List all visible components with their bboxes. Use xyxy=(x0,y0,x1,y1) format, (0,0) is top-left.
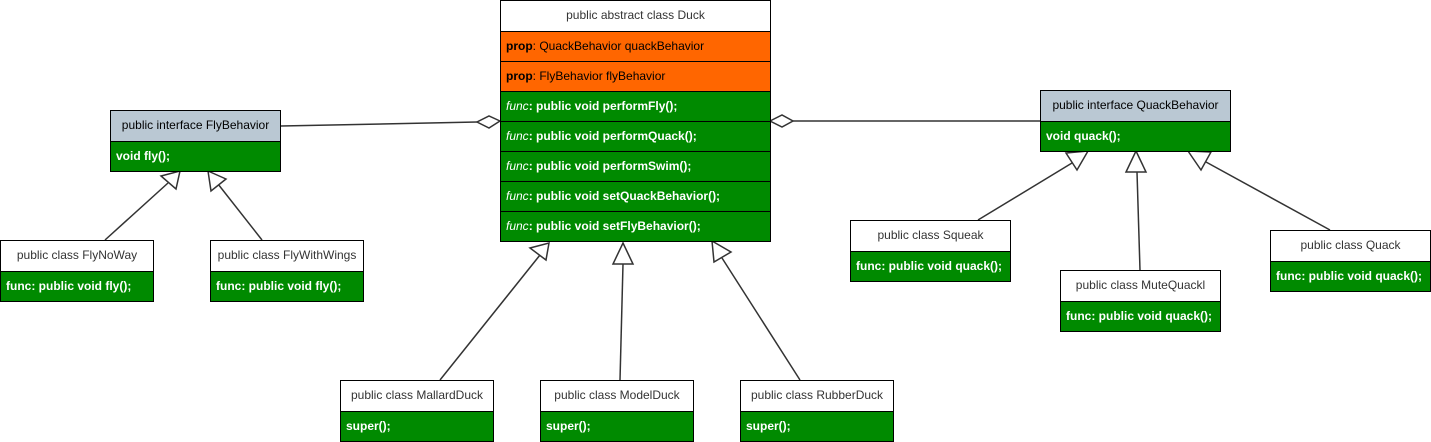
inherit-mutequack-arrow xyxy=(1124,149,1148,173)
func-text: : public void setFlyBehavior(); xyxy=(528,219,701,233)
class-quack[interactable]: public class Quack func: public void qua… xyxy=(1270,230,1431,292)
aggregation-flybehavior-duck xyxy=(280,121,478,127)
inherit-model-arrow xyxy=(611,241,635,265)
class-quack-method: func: public void quack(); xyxy=(1271,261,1430,291)
class-duck-title: public abstract class Duck xyxy=(501,1,770,31)
prop-keyword: prop xyxy=(506,69,533,83)
class-flynoway-title: public class FlyNoWay xyxy=(1,241,153,271)
interface-quackbehavior-title: public interface QuackBehavior xyxy=(1041,91,1230,121)
inherit-flywithwings-line xyxy=(217,183,263,241)
inherit-mallard-line xyxy=(439,254,541,381)
inherit-rubber-line xyxy=(721,257,801,381)
class-modelduck[interactable]: public class ModelDuck super(); xyxy=(540,380,694,442)
duck-prop-quackbehavior: prop: QuackBehavior quackBehavior xyxy=(501,31,770,61)
inherit-mutequack-line xyxy=(1136,171,1141,271)
inherit-model-line xyxy=(619,263,624,381)
func-text: : public void performFly(); xyxy=(528,99,678,113)
interface-quackbehavior[interactable]: public interface QuackBehavior void quac… xyxy=(1040,90,1231,152)
inherit-flynoway-arrow xyxy=(159,169,181,191)
class-flywithwings[interactable]: public class FlyWithWings func: public v… xyxy=(210,240,364,302)
inherit-flywithwings-arrow xyxy=(207,169,228,193)
class-flynoway[interactable]: public class FlyNoWay func: public void … xyxy=(0,240,154,302)
class-modelduck-title: public class ModelDuck xyxy=(541,381,693,411)
duck-func-setflybehavior: func: public void setFlyBehavior(); xyxy=(501,211,770,241)
class-rubberduck[interactable]: public class RubberDuck super(); xyxy=(740,380,894,442)
inherit-quack-arrow xyxy=(1186,150,1213,172)
interface-flybehavior[interactable]: public interface FlyBehavior void fly(); xyxy=(110,110,281,172)
class-mallardduck[interactable]: public class MallardDuck super(); xyxy=(340,380,494,442)
class-rubberduck-title: public class RubberDuck xyxy=(741,381,893,411)
inherit-squeak-line xyxy=(977,162,1073,221)
class-squeak-method: func: public void quack(); xyxy=(851,251,1010,281)
duck-func-setquackbehavior: func: public void setQuackBehavior(); xyxy=(501,181,770,211)
duck-prop-flybehavior: prop: FlyBehavior flyBehavior xyxy=(501,61,770,91)
class-mutequack[interactable]: public class MuteQuackl func: public voi… xyxy=(1060,270,1221,332)
func-keyword: func xyxy=(506,189,529,203)
class-mallardduck-title: public class MallardDuck xyxy=(341,381,493,411)
interface-flybehavior-title: public interface FlyBehavior xyxy=(111,111,280,141)
inherit-squeak-arrow xyxy=(1064,150,1090,172)
prop-text: : FlyBehavior flyBehavior xyxy=(532,69,666,83)
class-rubberduck-method: super(); xyxy=(741,411,893,441)
interface-quackbehavior-method: void quack(); xyxy=(1041,121,1230,151)
inherit-flynoway-line xyxy=(104,182,169,241)
func-keyword: func xyxy=(506,159,529,173)
prop-text: : QuackBehavior quackBehavior xyxy=(532,39,705,53)
func-keyword: func xyxy=(506,99,529,113)
prop-keyword: prop xyxy=(506,39,533,53)
interface-flybehavior-method: void fly(); xyxy=(111,141,280,171)
class-modelduck-method: super(); xyxy=(541,411,693,441)
inherit-mallard-arrow xyxy=(528,241,550,262)
func-text: : public void performQuack(); xyxy=(528,129,697,143)
duck-func-performfly: func: public void performFly(); xyxy=(501,91,770,121)
class-squeak[interactable]: public class Squeak func: public void qu… xyxy=(850,220,1011,282)
inherit-rubber-arrow xyxy=(711,239,733,264)
duck-func-performswim: func: public void performSwim(); xyxy=(501,151,770,181)
class-flynoway-method: func: public void fly(); xyxy=(1,271,153,301)
class-mutequack-title: public class MuteQuackl xyxy=(1061,271,1220,301)
aggregation-diamond-left xyxy=(475,115,502,129)
func-keyword: func xyxy=(506,129,529,143)
class-mallardduck-method: super(); xyxy=(341,411,493,441)
duck-func-performquack: func: public void performQuack(); xyxy=(501,121,770,151)
func-text: : public void performSwim(); xyxy=(528,159,692,173)
class-quack-title: public class Quack xyxy=(1271,231,1430,261)
inherit-quack-line xyxy=(1205,161,1331,231)
func-keyword: func xyxy=(506,219,529,233)
func-text: : public void setQuackBehavior(); xyxy=(528,189,721,203)
aggregation-diamond-right xyxy=(768,114,795,128)
class-flywithwings-method: func: public void fly(); xyxy=(211,271,363,301)
class-flywithwings-title: public class FlyWithWings xyxy=(211,241,363,271)
class-mutequack-method: func: public void quack(); xyxy=(1061,301,1220,331)
class-squeak-title: public class Squeak xyxy=(851,221,1010,251)
class-duck[interactable]: public abstract class Duck prop: QuackBe… xyxy=(500,0,771,242)
